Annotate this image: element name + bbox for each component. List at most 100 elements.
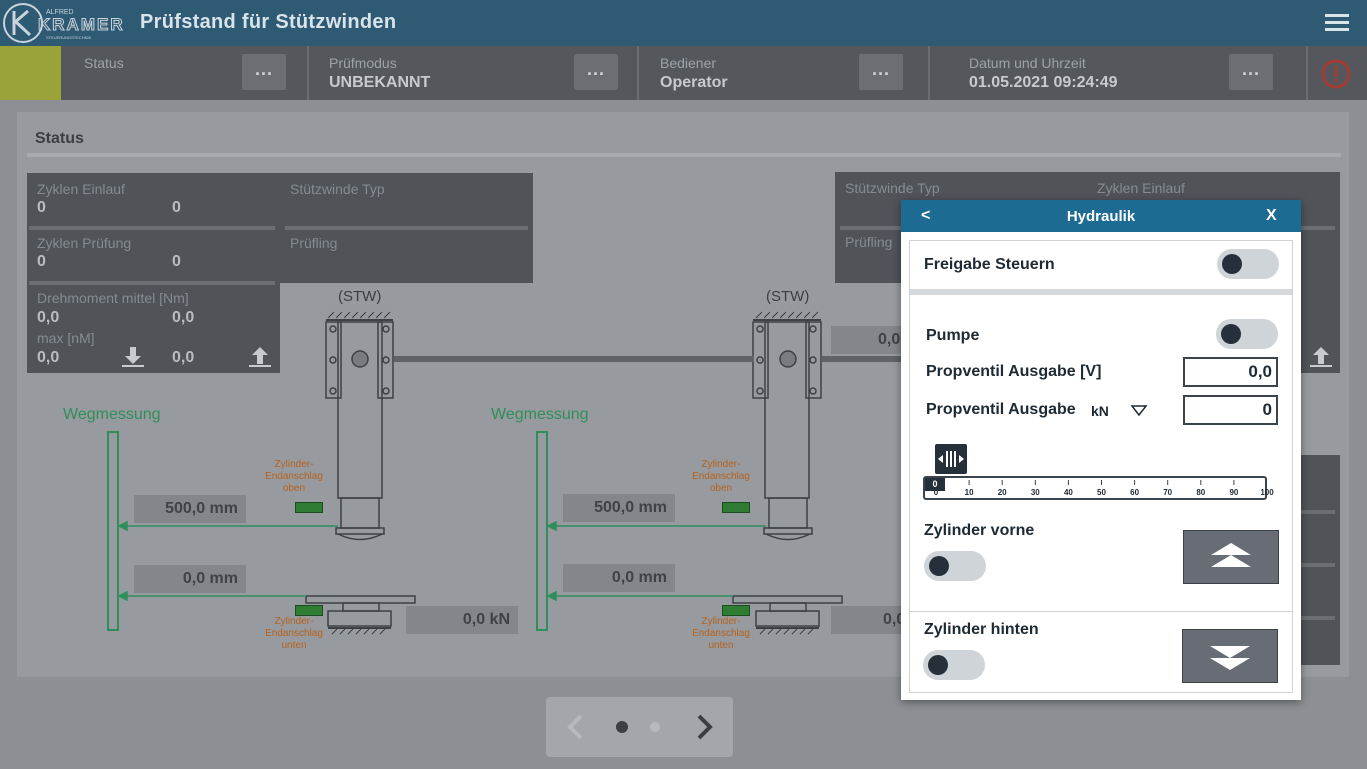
dialog-back-button[interactable]: <	[921, 207, 931, 224]
double-chevron-up-icon	[1211, 543, 1251, 567]
valve-force-label: Propventil Ausgabe	[926, 401, 1076, 418]
release-toggle[interactable]	[1217, 249, 1279, 279]
cycles-test-b: 0	[172, 253, 181, 270]
valve-force-unit: kN	[1091, 403, 1109, 419]
torque-b: 0,0	[172, 309, 195, 326]
left-upper-stop-led	[295, 502, 323, 513]
status-more-button[interactable]: ...	[242, 54, 286, 90]
slider-tick-label: 0	[933, 488, 939, 497]
force-slider-track[interactable]	[923, 476, 1267, 500]
cylinder-divider	[910, 611, 1292, 612]
right-stw-label: (STW)	[766, 288, 810, 305]
right-path-label: Wegmessung	[491, 406, 589, 423]
previous-page-icon[interactable]	[564, 713, 588, 746]
datetime-label: Datum und Uhrzeit	[969, 55, 1086, 71]
title-bar	[0, 0, 1367, 46]
right-upper-stop-label: Zylinder- Endanschlag oben	[692, 459, 750, 494]
left-path-label: Wegmessung	[63, 406, 161, 423]
datetime-more-button[interactable]: ...	[1229, 54, 1273, 90]
logo-top-text: ALFRED	[46, 9, 74, 16]
slider-handle[interactable]	[935, 444, 967, 474]
page-dot-1[interactable]	[616, 721, 628, 733]
right-lower-distance: 0,0 mm	[563, 564, 675, 592]
slider-tick-label: 50	[1097, 488, 1106, 497]
cylinder-up-button[interactable]	[1183, 530, 1279, 584]
download-icon[interactable]	[120, 345, 146, 374]
valve-force-input[interactable]: 0	[1183, 395, 1278, 425]
max-label: max [nM]	[37, 330, 95, 346]
unit-dropdown-icon[interactable]	[1130, 403, 1148, 422]
winch-type-label: Stützwinde Typ	[290, 181, 385, 197]
datetime-value: 01.05.2021 09:24:49	[969, 74, 1118, 91]
left-upper-stop-label: Zylinder- Endanschlag oben	[265, 459, 323, 494]
page-dot-2[interactable]	[650, 722, 660, 732]
next-page-icon[interactable]	[692, 713, 716, 746]
page-navigator	[546, 697, 733, 757]
logo-sub-text: STEUERUNGSTECHNIK	[46, 35, 92, 40]
status-label: Status	[84, 55, 124, 71]
app-title: Prüfstand für Stützwinden	[140, 11, 397, 33]
max-a: 0,0	[37, 349, 60, 366]
slider-tick-label: 70	[1163, 488, 1173, 497]
right-upload-icon[interactable]	[1308, 345, 1334, 374]
operator-more-button[interactable]: ...	[859, 54, 903, 90]
left-lower-distance: 0,0 mm	[134, 565, 246, 593]
cylinder-rear-label: Zylinder hinten	[924, 621, 1039, 638]
right-winch-type-label: Stützwinde Typ	[845, 180, 940, 196]
valve-voltage-label: Propventil Ausgabe [V]	[926, 363, 1102, 380]
right-lower-stop-led	[722, 605, 750, 616]
right-specimen-label: Prüfling	[845, 234, 893, 250]
left-torque-box	[27, 283, 280, 373]
specimen-label: Prüfling	[290, 235, 338, 251]
slider-value-badge: 0	[925, 478, 945, 491]
slider-tick-label: 10	[964, 488, 974, 497]
section-title: Status	[35, 130, 84, 147]
upload-icon[interactable]	[247, 345, 273, 374]
dialog-close-button[interactable]: X	[1266, 207, 1277, 224]
operator-value: Operator	[660, 74, 728, 91]
valve-voltage-input[interactable]: 0,0	[1183, 357, 1278, 387]
status-bar: Status ... Prüfmodus UNBEKANNT ... Bedie…	[0, 46, 1367, 100]
right-top-value-partial: 0,0	[831, 326, 901, 354]
slider-tick-label: 80	[1196, 488, 1206, 497]
mode-more-button[interactable]: ...	[574, 54, 618, 90]
status-indicator	[0, 46, 61, 100]
cylinder-front-toggle[interactable]	[924, 551, 986, 581]
slider-tick-label: 100	[1260, 488, 1274, 497]
pump-toggle[interactable]	[1216, 319, 1278, 349]
mode-label: Prüfmodus	[329, 55, 397, 71]
cycles-run-in-b: 0	[172, 199, 181, 216]
slider-tick-label: 40	[1063, 488, 1073, 497]
slider-tick-label: 30	[1030, 488, 1040, 497]
cylinder-down-button[interactable]	[1182, 629, 1278, 683]
cycles-run-in-a: 0	[37, 199, 46, 216]
hamburger-menu-icon[interactable]	[1322, 10, 1352, 36]
cylinder-front-label: Zylinder vorne	[924, 522, 1035, 539]
cycles-test-label: Zyklen Prüfung	[37, 235, 132, 251]
right-upper-stop-led	[722, 502, 750, 513]
max-b: 0,0	[172, 349, 195, 366]
double-chevron-down-icon	[1210, 646, 1250, 670]
right-lower-box	[1300, 455, 1340, 665]
left-force-value: 0,0 kN	[406, 606, 518, 634]
operator-label: Bediener	[660, 55, 717, 71]
mode-value: UNBEKANNT	[329, 74, 431, 91]
release-label: Freigabe Steuern	[924, 256, 1055, 273]
right-lower-stop-label: Zylinder- Endanschlag unten	[692, 616, 750, 651]
dialog-content: Freigabe Steuern Pumpe Propventil Ausgab…	[909, 240, 1293, 693]
cylinder-rear-toggle[interactable]	[923, 650, 985, 680]
torque-a: 0,0	[37, 309, 60, 326]
left-lower-stop-led	[295, 605, 323, 616]
cycles-test-a: 0	[37, 253, 46, 270]
right-cycles-run-in-label: Zyklen Einlauf	[1097, 180, 1185, 196]
alarm-icon[interactable]	[1320, 58, 1352, 95]
slider-scale	[935, 480, 1267, 485]
right-force-value-partial: 0,0	[831, 606, 905, 634]
section-divider	[27, 153, 1341, 157]
left-lower-stop-label: Zylinder- Endanschlag unten	[265, 616, 323, 651]
release-divider	[910, 289, 1292, 295]
slider-tick-label: 90	[1229, 488, 1239, 497]
slider-tick-label: 20	[997, 488, 1007, 497]
logo-main-text: KRAMER	[38, 15, 125, 34]
